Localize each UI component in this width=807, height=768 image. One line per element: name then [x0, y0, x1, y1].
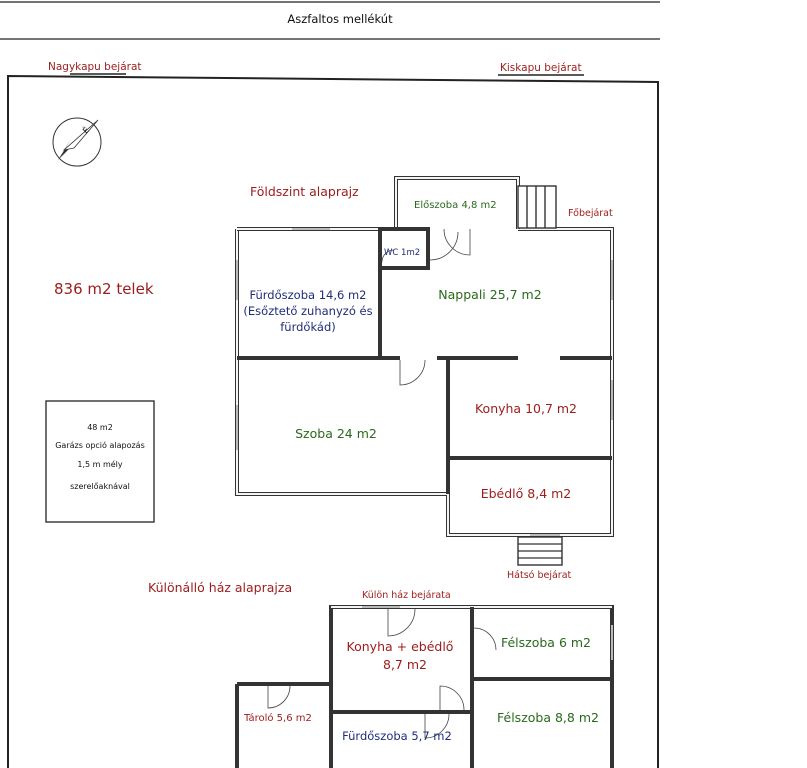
- garage-outline: [45, 400, 155, 523]
- room-nappali: Nappali 25,7 m2: [438, 287, 541, 302]
- back-stairs: [517, 536, 563, 566]
- small-gate-label: Kiskapu bejárat: [500, 62, 582, 74]
- plot-boundary: [7, 74, 659, 768]
- room-szoba: Szoba 24 m2: [295, 426, 377, 441]
- room-felszoba-2: Félszoba 8,8 m2: [497, 710, 599, 725]
- garage-line2: Garázs opció alapozás: [55, 440, 145, 450]
- main-gate-label: Nagykapu bejárat: [48, 61, 142, 73]
- room-ebedlo: Ebédlő 8,4 m2: [481, 486, 572, 501]
- garage-line3: 1,5 m mély: [77, 459, 123, 469]
- room-felszoba-1: Félszoba 6 m2: [501, 635, 591, 650]
- compass-icon: É: [52, 117, 102, 167]
- svg-text:É: É: [80, 124, 91, 135]
- room-furdoszoba-line2: (Esőztető zuhanyzó és: [243, 304, 372, 318]
- back-entrance-label: Hátsó bejárat: [507, 570, 572, 581]
- main-entrance-label: Főbejárat: [568, 208, 613, 219]
- separate-house-walls: [235, 605, 614, 768]
- room-konyha-ebedlo-line2: 8,7 m2: [383, 657, 427, 672]
- separate-house-title: Különálló ház alaprajza: [148, 580, 292, 595]
- room-wc: WC 1m2: [384, 248, 420, 258]
- room-konyha-ebedlo-line1: Konyha + ebédlő: [347, 639, 454, 654]
- room-tarolo: Tároló 5,6 m2: [243, 712, 312, 724]
- separate-house-doors: [267, 608, 497, 739]
- ground-floor-walls: [235, 176, 614, 537]
- plot-area-label: 836 m2 telek: [54, 280, 154, 298]
- ground-floor-title: Földszint alaprajz: [250, 184, 359, 199]
- room-furdoszoba-line1: Fürdőszoba 14,6 m2: [250, 288, 367, 302]
- room-furdoszoba-sep: Fürdőszoba 5,7 m2: [342, 729, 452, 743]
- room-eloszoba: Előszoba 4,8 m2: [414, 199, 497, 211]
- front-stairs: [517, 185, 557, 229]
- separate-house-entrance: Külön ház bejárata: [362, 590, 451, 601]
- garage-line1: 48 m2: [87, 423, 113, 432]
- room-konyha: Konyha 10,7 m2: [475, 401, 577, 416]
- garage-line4: szerelőaknával: [70, 482, 130, 491]
- ground-floor-doors: [381, 228, 471, 386]
- room-furdoszoba-line3: fürdőkád): [280, 320, 336, 334]
- road-label: Aszfaltos mellékút: [287, 12, 393, 26]
